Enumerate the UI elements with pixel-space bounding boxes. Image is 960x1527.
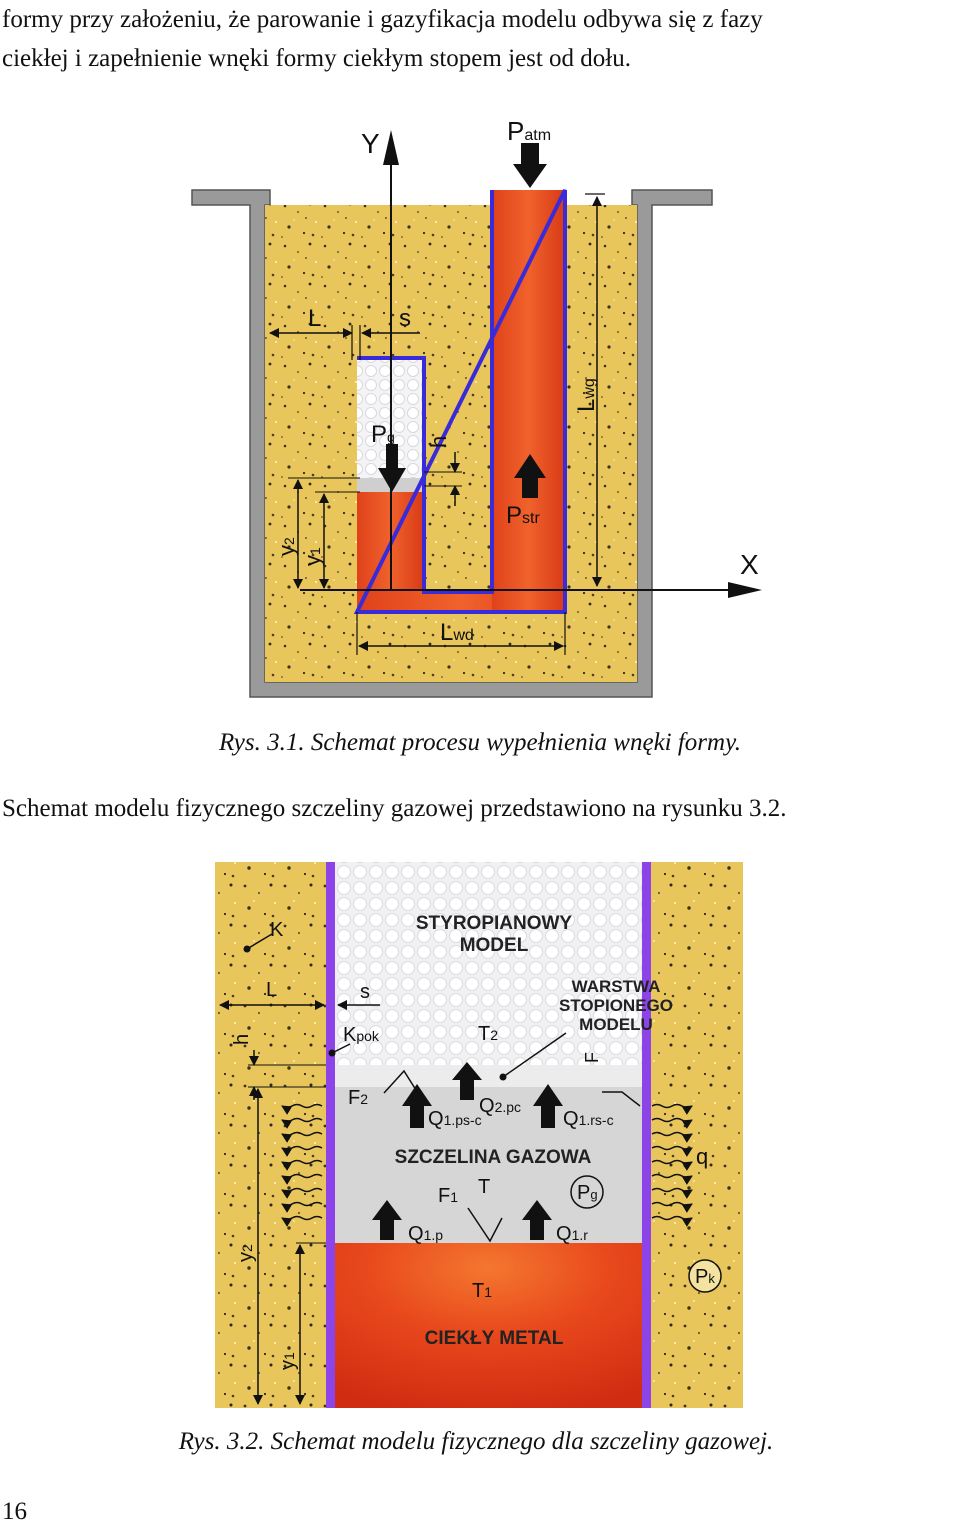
heat-flux-wave <box>281 1187 323 1199</box>
label-s: s <box>399 305 411 332</box>
y-axis-arrow <box>383 130 399 165</box>
label-Q1r: Q1.r <box>556 1223 588 1245</box>
label-layer-line3: MODELU <box>579 1015 653 1034</box>
Q1p-arrow <box>372 1200 402 1240</box>
heat-flux-wave <box>651 1145 693 1157</box>
heat-flux-wave <box>281 1215 323 1227</box>
label-h: h <box>426 436 451 448</box>
heat-flux-wave <box>281 1131 323 1143</box>
liquid-metal <box>334 1243 642 1408</box>
coating-left <box>326 862 335 1408</box>
layer-pointer <box>502 1032 567 1078</box>
Q1rs-arrow <box>533 1084 563 1128</box>
heat-flux-wave <box>651 1187 693 1199</box>
K-pok-point <box>328 1049 336 1057</box>
label-F1: F1 <box>438 1185 458 1207</box>
F2-pointer <box>383 1069 417 1094</box>
label-s: s <box>360 981 370 1003</box>
label-Q1p: Q1.p <box>408 1223 443 1245</box>
heat-flux-wave <box>651 1103 693 1115</box>
p-atm-arrow <box>513 143 547 188</box>
heat-flux-wave <box>651 1201 693 1213</box>
heat-flux-wave <box>281 1173 323 1185</box>
label-liquid-metal: CIEKŁY METAL <box>425 1328 564 1349</box>
heat-flux-wave <box>281 1145 323 1157</box>
Pg-circle <box>570 1175 604 1209</box>
label-Q1rs: Q1.rs-c <box>563 1108 614 1130</box>
label-K-pok: Kpok <box>343 1024 380 1046</box>
page-number: 16 <box>2 1498 27 1525</box>
p-g-arrow <box>378 444 406 492</box>
melted-layer <box>334 1065 642 1087</box>
paragraph-intro-line1: formy przy założeniu, że parowanie i gaz… <box>2 6 763 33</box>
label-styrofoam-line1: STYROPIANOWY <box>416 913 573 934</box>
label-q: q <box>696 1144 708 1169</box>
label-styrofoam-line2: MODEL <box>460 935 529 956</box>
p-g-label: Pg <box>371 421 395 448</box>
heat-flux-wave <box>651 1215 693 1227</box>
label-h: h <box>231 1034 253 1045</box>
cavity-outline <box>353 189 567 614</box>
Pk-circle <box>688 1259 722 1293</box>
x-axis-label: X <box>740 549 759 580</box>
figure2-caption: Rys. 3.2. Schemat modelu fizycznego dla … <box>178 1428 774 1455</box>
label-Pk: Pk <box>695 1266 715 1288</box>
heat-flux-wave <box>281 1159 323 1171</box>
layer-point <box>499 1073 507 1081</box>
label-L: L <box>266 979 277 1001</box>
F1-pointer <box>467 1207 503 1243</box>
label-F: F <box>582 1052 602 1063</box>
heat-flux-wave <box>281 1201 323 1213</box>
heat-flux-wave <box>651 1173 693 1185</box>
styrofoam-model <box>334 862 642 1087</box>
heat-flux-wave <box>651 1117 693 1129</box>
coating-right <box>642 862 651 1408</box>
heat-flux-wave <box>281 1103 323 1115</box>
p-str-arrow <box>514 454 546 498</box>
label-y2: y2 <box>274 537 299 556</box>
K-pointer <box>246 933 273 950</box>
figure1-fill-schematic: Y X Patm Pstr Pg L s h Lwg Lwd y2 y1 <box>191 116 762 698</box>
label-layer-line2: STOPIONEGO <box>559 996 673 1015</box>
heat-flux-left <box>281 1103 323 1227</box>
paragraph-intro-line2: ciekłej i zapełnienie wnęki formy ciekły… <box>2 45 631 72</box>
label-T1: T1 <box>472 1280 492 1302</box>
p-str-label: Pstr <box>506 502 540 529</box>
paragraph-figure2-intro: Schemat modelu fizycznego szczeliny gazo… <box>2 795 787 822</box>
heat-flux-wave <box>651 1159 693 1171</box>
label-L: L <box>308 305 321 332</box>
heat-flux-wave <box>651 1131 693 1143</box>
x-axis-arrow <box>728 582 762 598</box>
figure1-caption: Rys. 3.1. Schemat procesu wypełnienia wn… <box>218 729 742 756</box>
label-y1: y1 <box>300 547 325 566</box>
Q2pc-arrow <box>452 1062 482 1100</box>
K-point <box>243 945 251 953</box>
p-atm-label: Patm <box>507 116 551 146</box>
label-Q1ps: Q1.ps-c <box>428 1108 482 1130</box>
label-Q2pc: Q2.pc <box>479 1095 521 1117</box>
heat-flux-wave <box>281 1117 323 1129</box>
Q1r-arrow <box>522 1200 552 1240</box>
heat-flux-right <box>651 1103 693 1227</box>
label-F2: F2 <box>348 1087 368 1109</box>
paragraph-intro: formy przy założeniu, że parowanie i gaz… <box>2 0 956 78</box>
y-axis-label: Y <box>361 128 380 159</box>
label-Lwg: Lwg <box>573 378 600 412</box>
label-K: K <box>270 919 284 941</box>
label-y1: y1 <box>277 1352 299 1370</box>
label-Pg: Pg <box>577 1182 598 1204</box>
label-layer-line1: WARSTWA <box>572 977 661 996</box>
label-T2: T2 <box>478 1023 498 1045</box>
F-pointer <box>602 1091 641 1107</box>
label-y2: y2 <box>235 1244 257 1262</box>
label-T: T <box>478 1176 490 1198</box>
Q1ps-arrow <box>402 1084 432 1128</box>
label-Lwd: Lwd <box>440 619 474 646</box>
label-gas-gap: SZCZELINA GAZOWA <box>395 1147 592 1168</box>
